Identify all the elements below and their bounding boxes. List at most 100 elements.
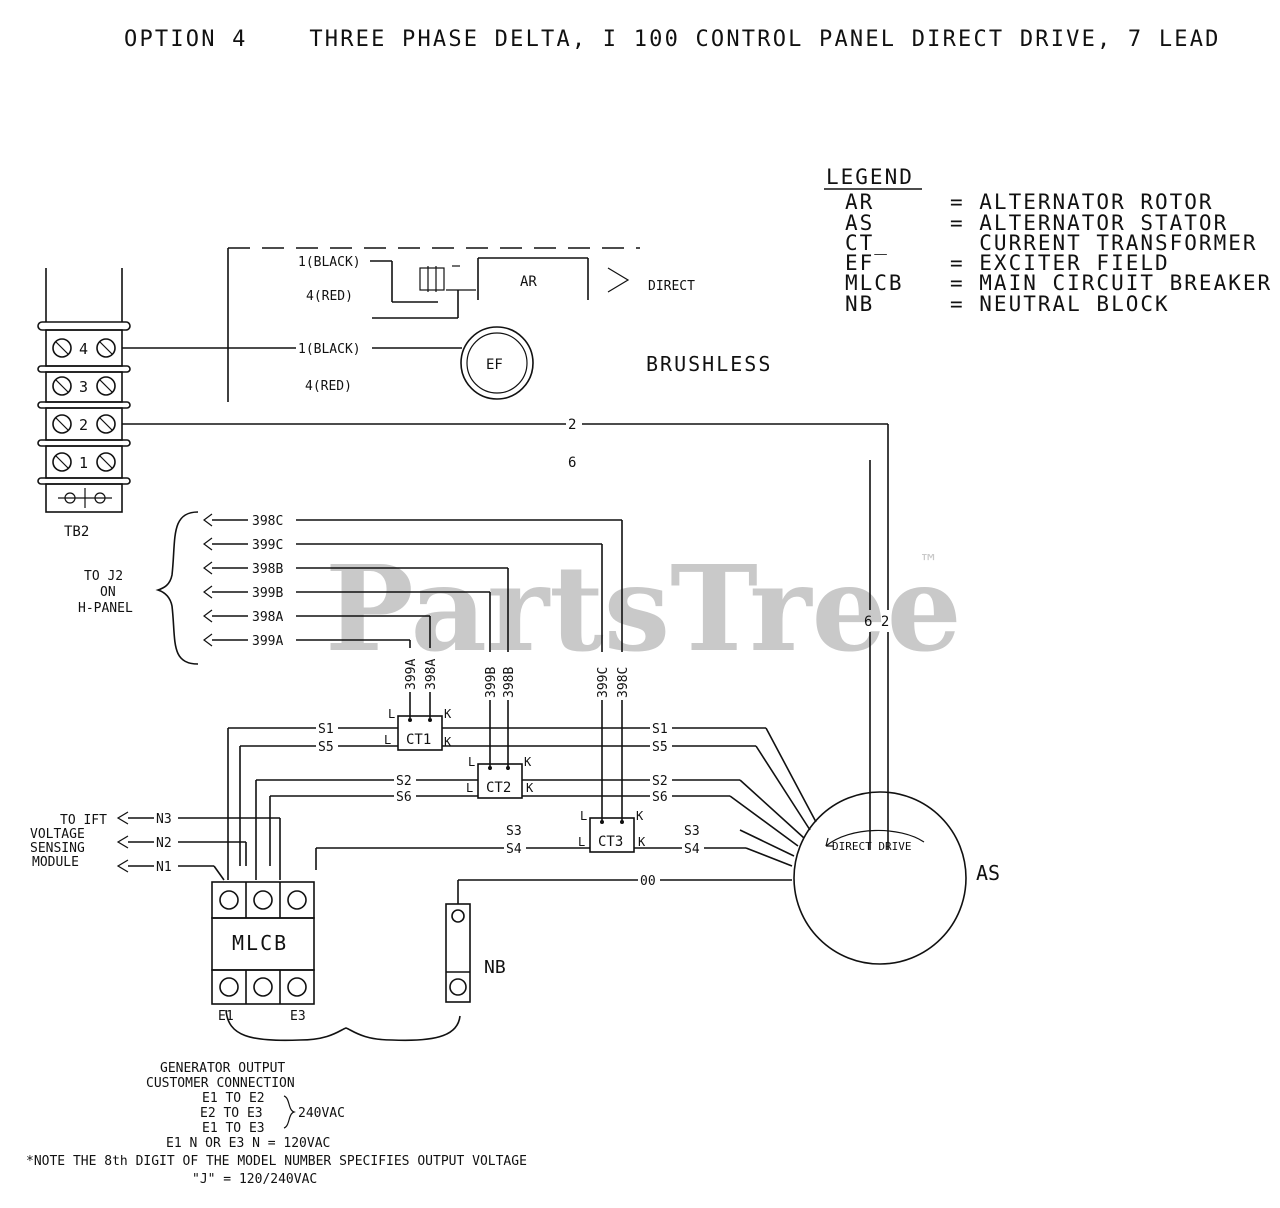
stator-drive-label: DIRECT DRIVE — [832, 840, 911, 853]
alternator-stator: DIRECT DRIVE AS — [793, 791, 1000, 965]
ct2-label: CT2 — [486, 780, 511, 796]
mlcb-e3: E3 — [290, 1009, 306, 1024]
ct1-bot-l: L — [384, 733, 391, 747]
tb2-label: TB2 — [64, 524, 89, 540]
stator-label: AS — [976, 861, 1000, 885]
connector-pin-icon — [116, 835, 129, 849]
wire-398b: 398B — [252, 562, 283, 577]
legend-desc-ef: = EXCITER FIELD — [950, 251, 1170, 275]
wire-399b: 399B — [252, 586, 283, 601]
nb-label: NB — [484, 957, 506, 978]
ct3-bot-l: L — [578, 835, 585, 849]
lead-s2-left: S2 — [396, 774, 412, 789]
wire-1-black-ef: 1(BLACK) — [298, 342, 361, 357]
sensing-label-line3: SENSING — [30, 841, 85, 856]
ct2: L K L K CT2 — [466, 755, 534, 799]
rotation-arrow-icon — [825, 829, 925, 847]
ct3-top-l: L — [580, 809, 587, 823]
lead-s2-right: S2 — [652, 774, 668, 789]
connector-pin-icon — [203, 633, 213, 647]
lead-neutral: 00 — [640, 874, 656, 889]
ct1: L K L K CT1 — [384, 707, 452, 751]
vlabel-399c: 399C — [596, 667, 611, 698]
legend: LEGEND AR = ALTERNATOR ROTOR AS = ALTERN… — [824, 165, 1270, 316]
neutral-block: NB — [445, 903, 506, 1003]
terminal-block-tb2: 4 3 2 1 TB2 — [37, 268, 131, 540]
notes-line4: E1 N OR E3 N = 120VAC — [166, 1136, 330, 1151]
wire-2-label: 2 — [568, 417, 576, 433]
stator-leads: S1 S1 S5 S5 S2 S2 S6 S6 S3 S3 — [227, 722, 817, 904]
connector-pin-icon — [116, 859, 129, 873]
notes-heading1: GENERATOR OUTPUT — [160, 1061, 285, 1076]
tb2-terminal-1: 1 — [79, 454, 88, 472]
tb2-terminal-4: 4 — [79, 340, 88, 358]
legend-abbr-as: AS — [845, 211, 874, 235]
notes-model-note2: "J" = 120/240VAC — [192, 1172, 317, 1187]
ct1-top-l: L — [388, 707, 395, 721]
ct3-top-k: K — [636, 809, 644, 823]
screw-icon — [96, 338, 116, 358]
screw-icon — [52, 338, 72, 358]
sensing-label-line4: MODULE — [32, 855, 79, 870]
ct3: L K L K CT3 — [578, 809, 646, 853]
mlcb-label: MLCB — [232, 931, 288, 955]
screw-icon — [96, 414, 116, 434]
direct-label: DIRECT — [648, 279, 695, 294]
wire-4-red-ef: 4(RED) — [305, 379, 352, 394]
output-brace — [225, 1009, 461, 1042]
screw-icon — [96, 376, 116, 396]
vlabel-399b: 399B — [484, 667, 499, 698]
screw-icon — [52, 452, 72, 472]
h-panel-wires: TO J2 ON H-PANEL 398C 399C 398B 399B 398… — [78, 511, 631, 822]
lead-s5-left: S5 — [318, 740, 334, 755]
screw-icon — [96, 452, 116, 472]
ct1-top-k: K — [444, 707, 452, 721]
lead-s6-right: S6 — [652, 790, 668, 805]
direct-arrow-icon — [607, 267, 630, 293]
ct2-top-l: L — [468, 755, 475, 769]
ef-label: EF — [486, 357, 503, 373]
wire-399a: 399A — [252, 634, 283, 649]
screw-icon — [52, 414, 72, 434]
legend-abbr-ar: AR — [845, 190, 874, 214]
sensing-n1: N1 — [156, 860, 172, 875]
wire-6-label: 6 — [568, 455, 576, 471]
voltage-sensing: TO IFT VOLTAGE SENSING MODULE N3 N2 N1 — [30, 811, 281, 881]
output-notes: GENERATOR OUTPUT CUSTOMER CONNECTION E1 … — [26, 1061, 527, 1187]
lead-s3-right: S3 — [684, 824, 700, 839]
ct2-bot-k: K — [526, 781, 534, 795]
legend-heading: LEGEND — [826, 165, 914, 189]
connector-pin-icon — [203, 513, 213, 527]
brushless-section: 1(BLACK) 4(RED) AR DIRECT 1(BLACK) 4(RED… — [122, 247, 889, 850]
vlabel-398c: 398C — [616, 667, 631, 698]
legend-desc-nb: = NEUTRAL BLOCK — [950, 292, 1170, 316]
h-panel-brace — [155, 511, 199, 665]
connector-pin-icon — [203, 585, 213, 599]
ct2-top-k: K — [524, 755, 532, 769]
notes-heading2: CUSTOMER CONNECTION — [146, 1076, 295, 1091]
legend-abbr-mlcb: MLCB — [845, 271, 904, 295]
wire-6-2-label: 6 2 — [864, 614, 889, 630]
notes-model-note: *NOTE THE 8th DIGIT OF THE MODEL NUMBER … — [26, 1154, 527, 1169]
sensing-label-line1: TO IFT — [60, 813, 107, 828]
tb2-terminal-3: 3 — [79, 378, 88, 396]
notes-voltage: 240VAC — [298, 1106, 345, 1121]
lead-s1-left: S1 — [318, 722, 334, 737]
lead-s4-left: S4 — [506, 842, 522, 857]
wire-4-red-top: 4(RED) — [306, 289, 353, 304]
ct1-label: CT1 — [406, 732, 431, 748]
legend-desc-ct: CURRENT TRANSFORMER — [950, 231, 1258, 255]
legend-desc-ar: = ALTERNATOR ROTOR — [950, 190, 1214, 214]
wire-398c: 398C — [252, 514, 283, 529]
h-panel-label-line1: TO J2 — [84, 569, 123, 584]
watermark-text: PartsTree — [325, 539, 962, 678]
diagram-title: OPTION 4 THREE PHASE DELTA, I 100 CONTRO… — [124, 27, 1221, 52]
lead-s6-left: S6 — [396, 790, 412, 805]
lead-s4-right: S4 — [684, 842, 700, 857]
sensing-n2: N2 — [156, 836, 172, 851]
brushless-label: BRUSHLESS — [646, 352, 772, 376]
ct3-label: CT3 — [598, 834, 623, 850]
legend-abbr-ct: CT_ — [845, 231, 889, 255]
mlcb-e1: E1 — [218, 1009, 234, 1024]
